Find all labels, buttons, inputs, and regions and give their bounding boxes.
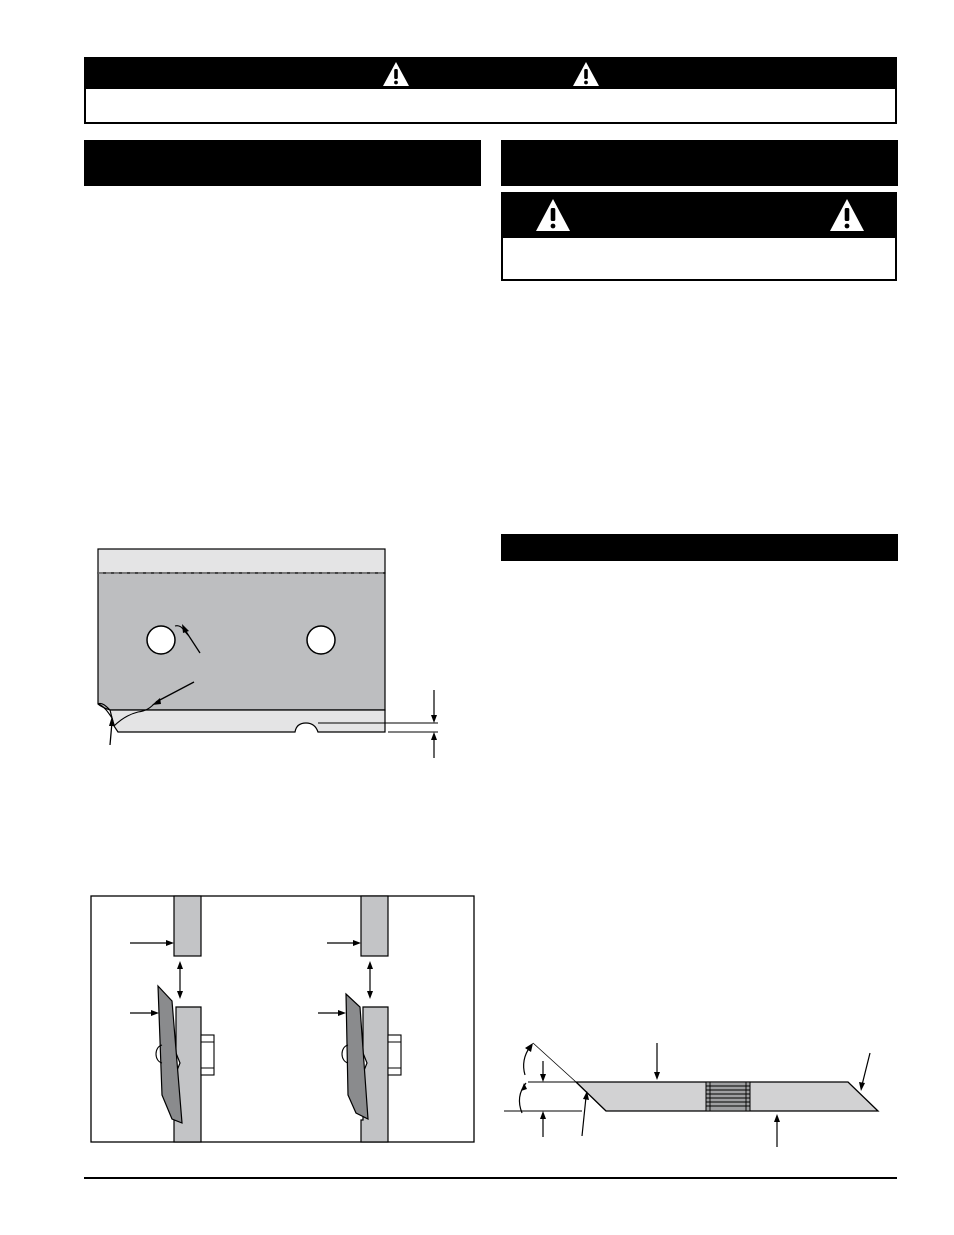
blade-gap-figure xyxy=(90,895,475,1143)
blade-body xyxy=(97,572,386,711)
bolt-hole-right xyxy=(306,625,336,655)
right-warning-box xyxy=(501,192,897,281)
right-blade-assembly xyxy=(318,895,402,1143)
blade-wear-figure xyxy=(97,548,438,758)
right-subsection-header xyxy=(501,534,898,561)
right-section-header xyxy=(501,140,898,186)
blade-cutting-edge xyxy=(109,709,386,733)
top-warning-banner xyxy=(84,57,897,124)
warning-triangle-icon xyxy=(573,62,599,86)
top-warning-header-bar xyxy=(86,59,895,89)
figure-frame xyxy=(90,895,475,1143)
warning-triangle-icon xyxy=(830,199,864,231)
bolt-hole-left xyxy=(146,625,176,655)
left-blade-assembly xyxy=(130,895,215,1143)
footer-rule xyxy=(84,1177,897,1179)
blade-bevel-figure xyxy=(504,1042,880,1147)
left-section-header xyxy=(84,140,481,186)
warning-triangle-icon xyxy=(383,62,409,86)
blade-top-strip xyxy=(97,548,386,574)
warning-triangle-icon xyxy=(536,199,570,231)
